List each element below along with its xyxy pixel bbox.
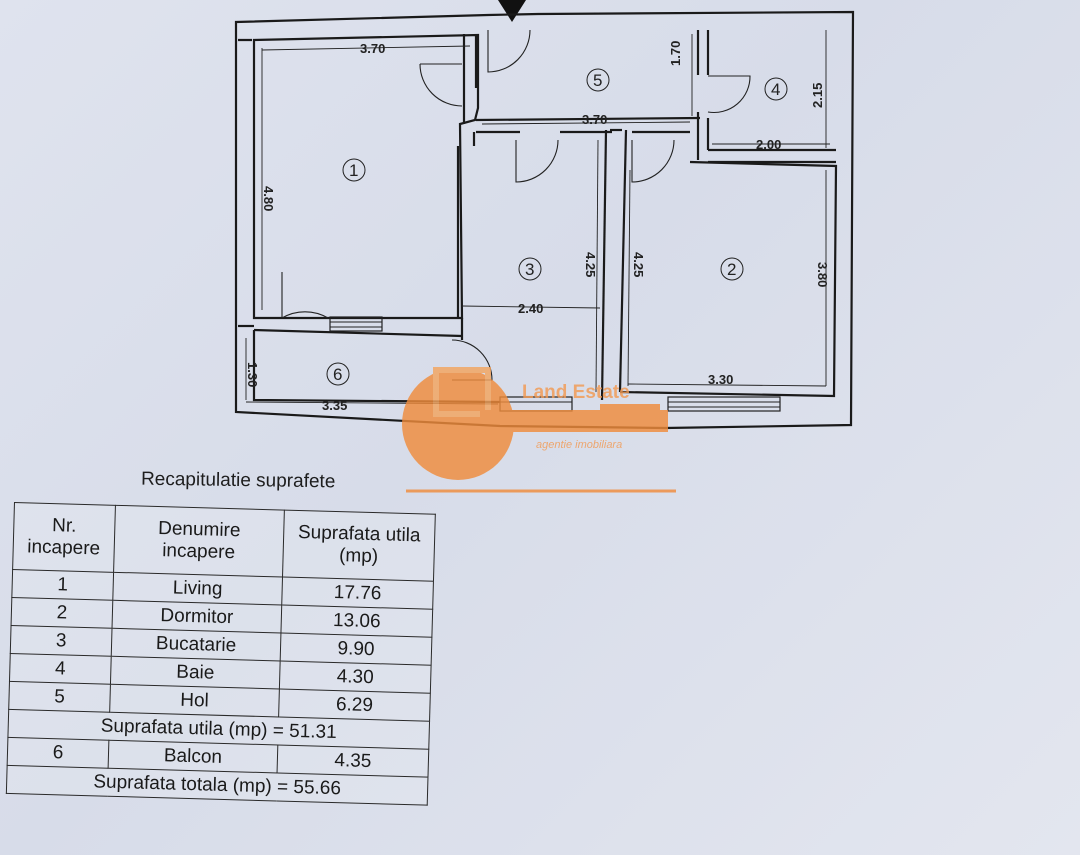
dim-label-kitchen-width: 2.40 — [518, 301, 543, 316]
dim-label-kitchen-height: 4.25 — [583, 252, 598, 277]
agency-watermark-logo: Land Estate agentie imobiliara — [402, 367, 676, 493]
dim-label-hall-height: 1.70 — [668, 41, 683, 66]
header-name-line1: Denumire — [157, 518, 241, 542]
table-header-row: Nr. incapere Denumire incapere Suprafata… — [12, 502, 436, 582]
dim-label-bedroom-height-left: 4.25 — [631, 252, 646, 277]
room-number-3: 3 — [525, 260, 534, 279]
cell-room-area: 9.90 — [280, 633, 432, 666]
dim-label-balcony-width: 3.35 — [322, 398, 347, 413]
cell-room-number: 4 — [9, 653, 112, 685]
dim-label-hall-width: 3.70 — [582, 112, 607, 127]
watermark-name: Land Estate — [522, 382, 630, 403]
cell-room-number: 5 — [8, 681, 111, 713]
header-name-line2: incapere — [161, 540, 236, 564]
header-area-line2: (mp) — [338, 545, 379, 568]
header-usable-area: Suprafata utila (mp) — [282, 510, 436, 582]
cell-room-area: 6.29 — [278, 688, 431, 722]
room-number-2: 2 — [727, 260, 736, 279]
dim-label-bedroom-width: 3.30 — [708, 372, 733, 387]
entrance-arrow-icon — [498, 0, 526, 22]
dimension-lines — [245, 30, 830, 405]
cell-room-area: 13.06 — [280, 605, 433, 638]
cell-room-area: 4.35 — [277, 744, 429, 778]
room-markers: 1 2 3 4 5 6 — [326, 68, 788, 386]
outer-walls — [234, 10, 855, 430]
dim-label-balcony-height: 1.30 — [245, 362, 260, 387]
room-number-5: 5 — [593, 71, 602, 90]
cell-room-number: 1 — [11, 569, 114, 601]
header-nr-line2: incapere — [27, 536, 101, 560]
header-room-number: Nr. incapere — [12, 502, 116, 573]
table-caption: Recapitulatie suprafete — [140, 468, 336, 493]
dim-label-bath-height: 2.15 — [810, 83, 825, 108]
dim-label-living-width: 3.70 — [360, 41, 385, 56]
header-room-name: Denumire incapere — [113, 505, 285, 578]
dim-label-bath-width: 2.00 — [756, 137, 781, 152]
cell-room-area: 4.30 — [279, 660, 432, 694]
floor-plan: 3.70 4.80 1.70 2.15 3.70 2.00 4.25 4.25 … — [234, 0, 855, 493]
room-number-4: 4 — [771, 80, 780, 99]
room-number-6: 6 — [333, 365, 342, 384]
cell-room-number: 2 — [11, 597, 113, 629]
area-summary-table: Nr. incapere Denumire incapere Suprafata… — [5, 502, 436, 806]
header-nr-line1: Nr. — [51, 515, 77, 537]
cell-room-area: 17.76 — [281, 577, 434, 610]
header-area-line1: Suprafata utila — [297, 521, 421, 547]
cell-room-number: 3 — [10, 625, 113, 657]
door-swings — [281, 29, 751, 381]
room-number-1: 1 — [349, 161, 358, 180]
cell-room-number: 6 — [7, 737, 109, 769]
watermark-tagline: agentie imobiliara — [536, 439, 622, 451]
interior-walls — [238, 30, 838, 412]
dim-label-bedroom-height-right: 3.80 — [815, 262, 830, 287]
dim-label-living-height: 4.80 — [261, 186, 276, 211]
